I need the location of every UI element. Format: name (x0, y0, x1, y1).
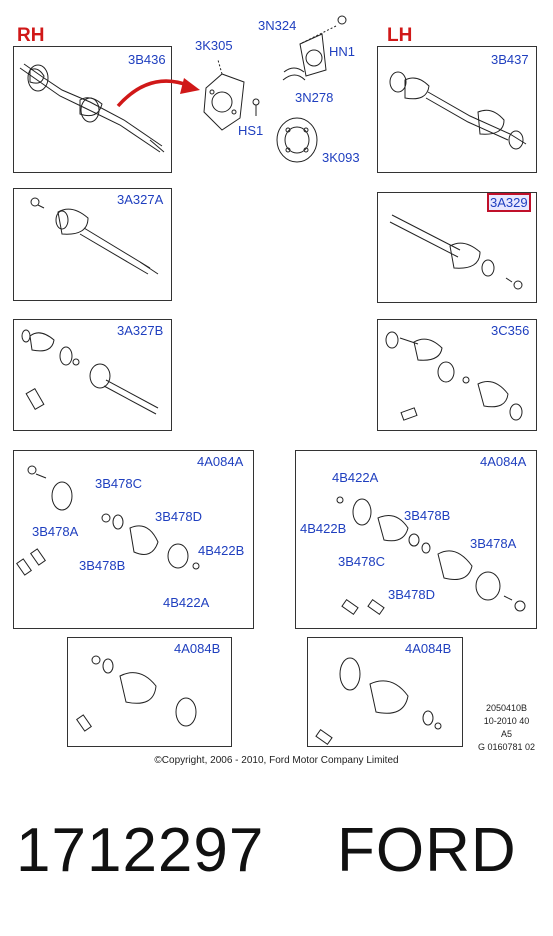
part-number: 1712297 (16, 816, 265, 885)
part-code-4a084a-left: 4A084A (197, 454, 244, 469)
part-code-4b422b-left: 4B422B (198, 543, 245, 558)
panel-3a327b (13, 319, 172, 431)
4a084b-left-drawing (76, 655, 197, 732)
part-code-3a327b: 3A327B (117, 323, 164, 338)
part-code-4a084b-left: 4A084B (174, 641, 221, 656)
part-code-3k305: 3K305 (195, 38, 233, 53)
reference-line-1: 2050410B (485, 703, 527, 713)
part-code-3c356: 3C356 (491, 323, 530, 338)
panel-4a084a-right (295, 450, 537, 629)
panel-4a084b-left (67, 637, 232, 747)
rh-driveshaft-drawing (19, 63, 165, 153)
4a084a-right-drawing (336, 496, 526, 615)
red-pointer-arrow (116, 79, 191, 108)
part-code-3b478b-left: 3B478B (79, 558, 126, 573)
panel-lh-driveshaft (377, 46, 537, 173)
reference-line-2: 10-2010 40 (483, 716, 530, 726)
copyright-notice: ©Copyright, 2006 - 2010, Ford Motor Comp… (154, 755, 399, 766)
part-code-3k093: 3K093 (322, 150, 360, 165)
part-code-4b422b-right: 4B422B (300, 521, 347, 536)
panel-4a084a-left (13, 450, 254, 629)
part-code-3b478c-left: 3B478C (95, 476, 142, 491)
part-code-3b478a-left: 3B478A (32, 524, 79, 539)
part-code-3b478d-left: 3B478D (155, 509, 202, 524)
part-code-3b478b-right: 3B478B (404, 508, 451, 523)
drawing-reference: 2050410B 10-2010 40 A5 G 0160781 02 (478, 702, 535, 754)
part-code-3b437: 3B437 (491, 52, 529, 67)
3a327a-drawing (30, 197, 159, 275)
3a327b-drawing (21, 329, 159, 415)
rh-label: RH (17, 25, 45, 46)
part-code-hn1: HN1 (329, 44, 356, 59)
part-code-3n278: 3N278 (295, 90, 334, 105)
bearing-bracket-drawing (203, 15, 347, 163)
part-code-3a327a: 3A327A (117, 192, 164, 207)
panel-rh-driveshaft (13, 46, 172, 173)
part-code-3b478c-right: 3B478C (338, 554, 385, 569)
lh-driveshaft-drawing (389, 71, 527, 150)
part-code-3n324: 3N324 (258, 18, 297, 33)
panel-3a329 (377, 192, 537, 303)
part-code-4b422a-right: 4B422A (332, 470, 379, 485)
part-code-hs1: HS1 (238, 123, 264, 138)
reference-line-4: G 0160781 02 (477, 742, 535, 752)
part-code-4a084b-right: 4A084B (405, 641, 452, 656)
part-code-4b422a-left: 4B422A (163, 595, 210, 610)
part-code-4a084a-right: 4A084A (480, 454, 527, 469)
part-code-3b436: 3B436 (128, 52, 166, 67)
4a084a-left-drawing (16, 465, 200, 576)
reference-line-3: A5 (500, 729, 512, 739)
part-code-3a329-highlighted: 3A329 (487, 193, 531, 212)
part-code-3b478a-right: 3B478A (470, 536, 517, 551)
part-code-3b478d-right: 3B478D (388, 587, 435, 602)
3c356-drawing (385, 331, 523, 421)
panel-3a327a (13, 188, 172, 301)
3a329-drawing (389, 214, 523, 290)
4a084b-right-drawing (315, 657, 442, 745)
brand-name: FORD (337, 816, 517, 885)
lh-label: LH (387, 25, 413, 46)
